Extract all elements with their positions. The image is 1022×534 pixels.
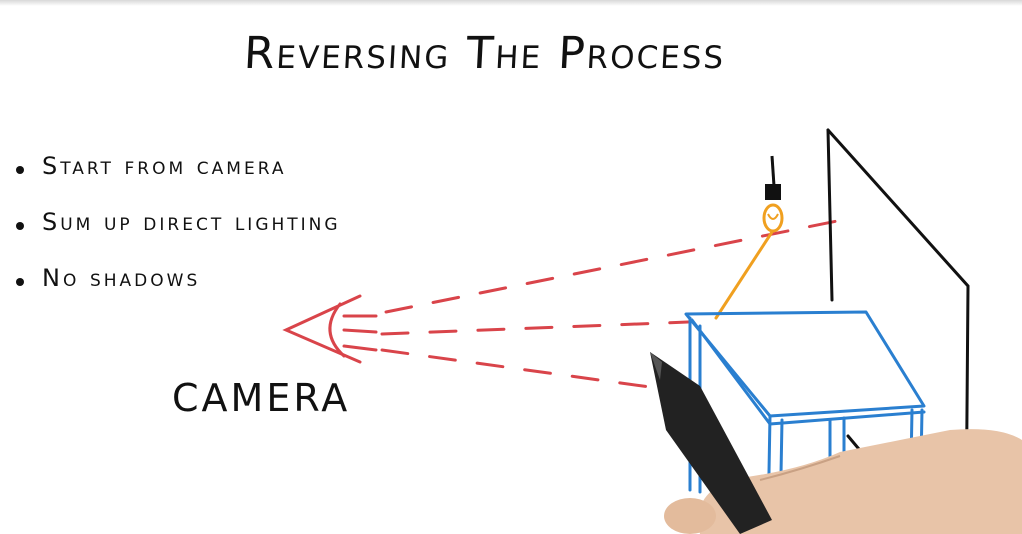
bullet-text: Start from camera: [42, 152, 287, 180]
bullet-dot: [16, 222, 24, 230]
ray-to-floor: [380, 348, 688, 394]
light-bulb-icon: [762, 155, 784, 233]
camera-rays: [380, 218, 844, 394]
hand-icon: [664, 429, 1022, 534]
ray-to-table: [380, 320, 690, 336]
bullet-list: Start from camera Sum up direct lighting…: [14, 152, 341, 320]
light-ray: [714, 230, 774, 320]
camera-label: CAMERA: [172, 376, 351, 420]
bullet-item: No shadows: [14, 264, 341, 320]
bullet-text: Sum up direct lighting: [42, 208, 341, 236]
bullet-item: Sum up direct lighting: [14, 208, 341, 264]
bullet-text: No shadows: [42, 264, 201, 292]
top-shadow-bar: [0, 0, 1022, 6]
bullet-item: Start from camera: [14, 152, 341, 208]
bullet-dot: [16, 166, 24, 174]
bullet-dot: [16, 278, 24, 286]
ray-to-light: [384, 218, 844, 314]
eye-icon: [282, 294, 378, 364]
pen-icon: [650, 352, 772, 534]
